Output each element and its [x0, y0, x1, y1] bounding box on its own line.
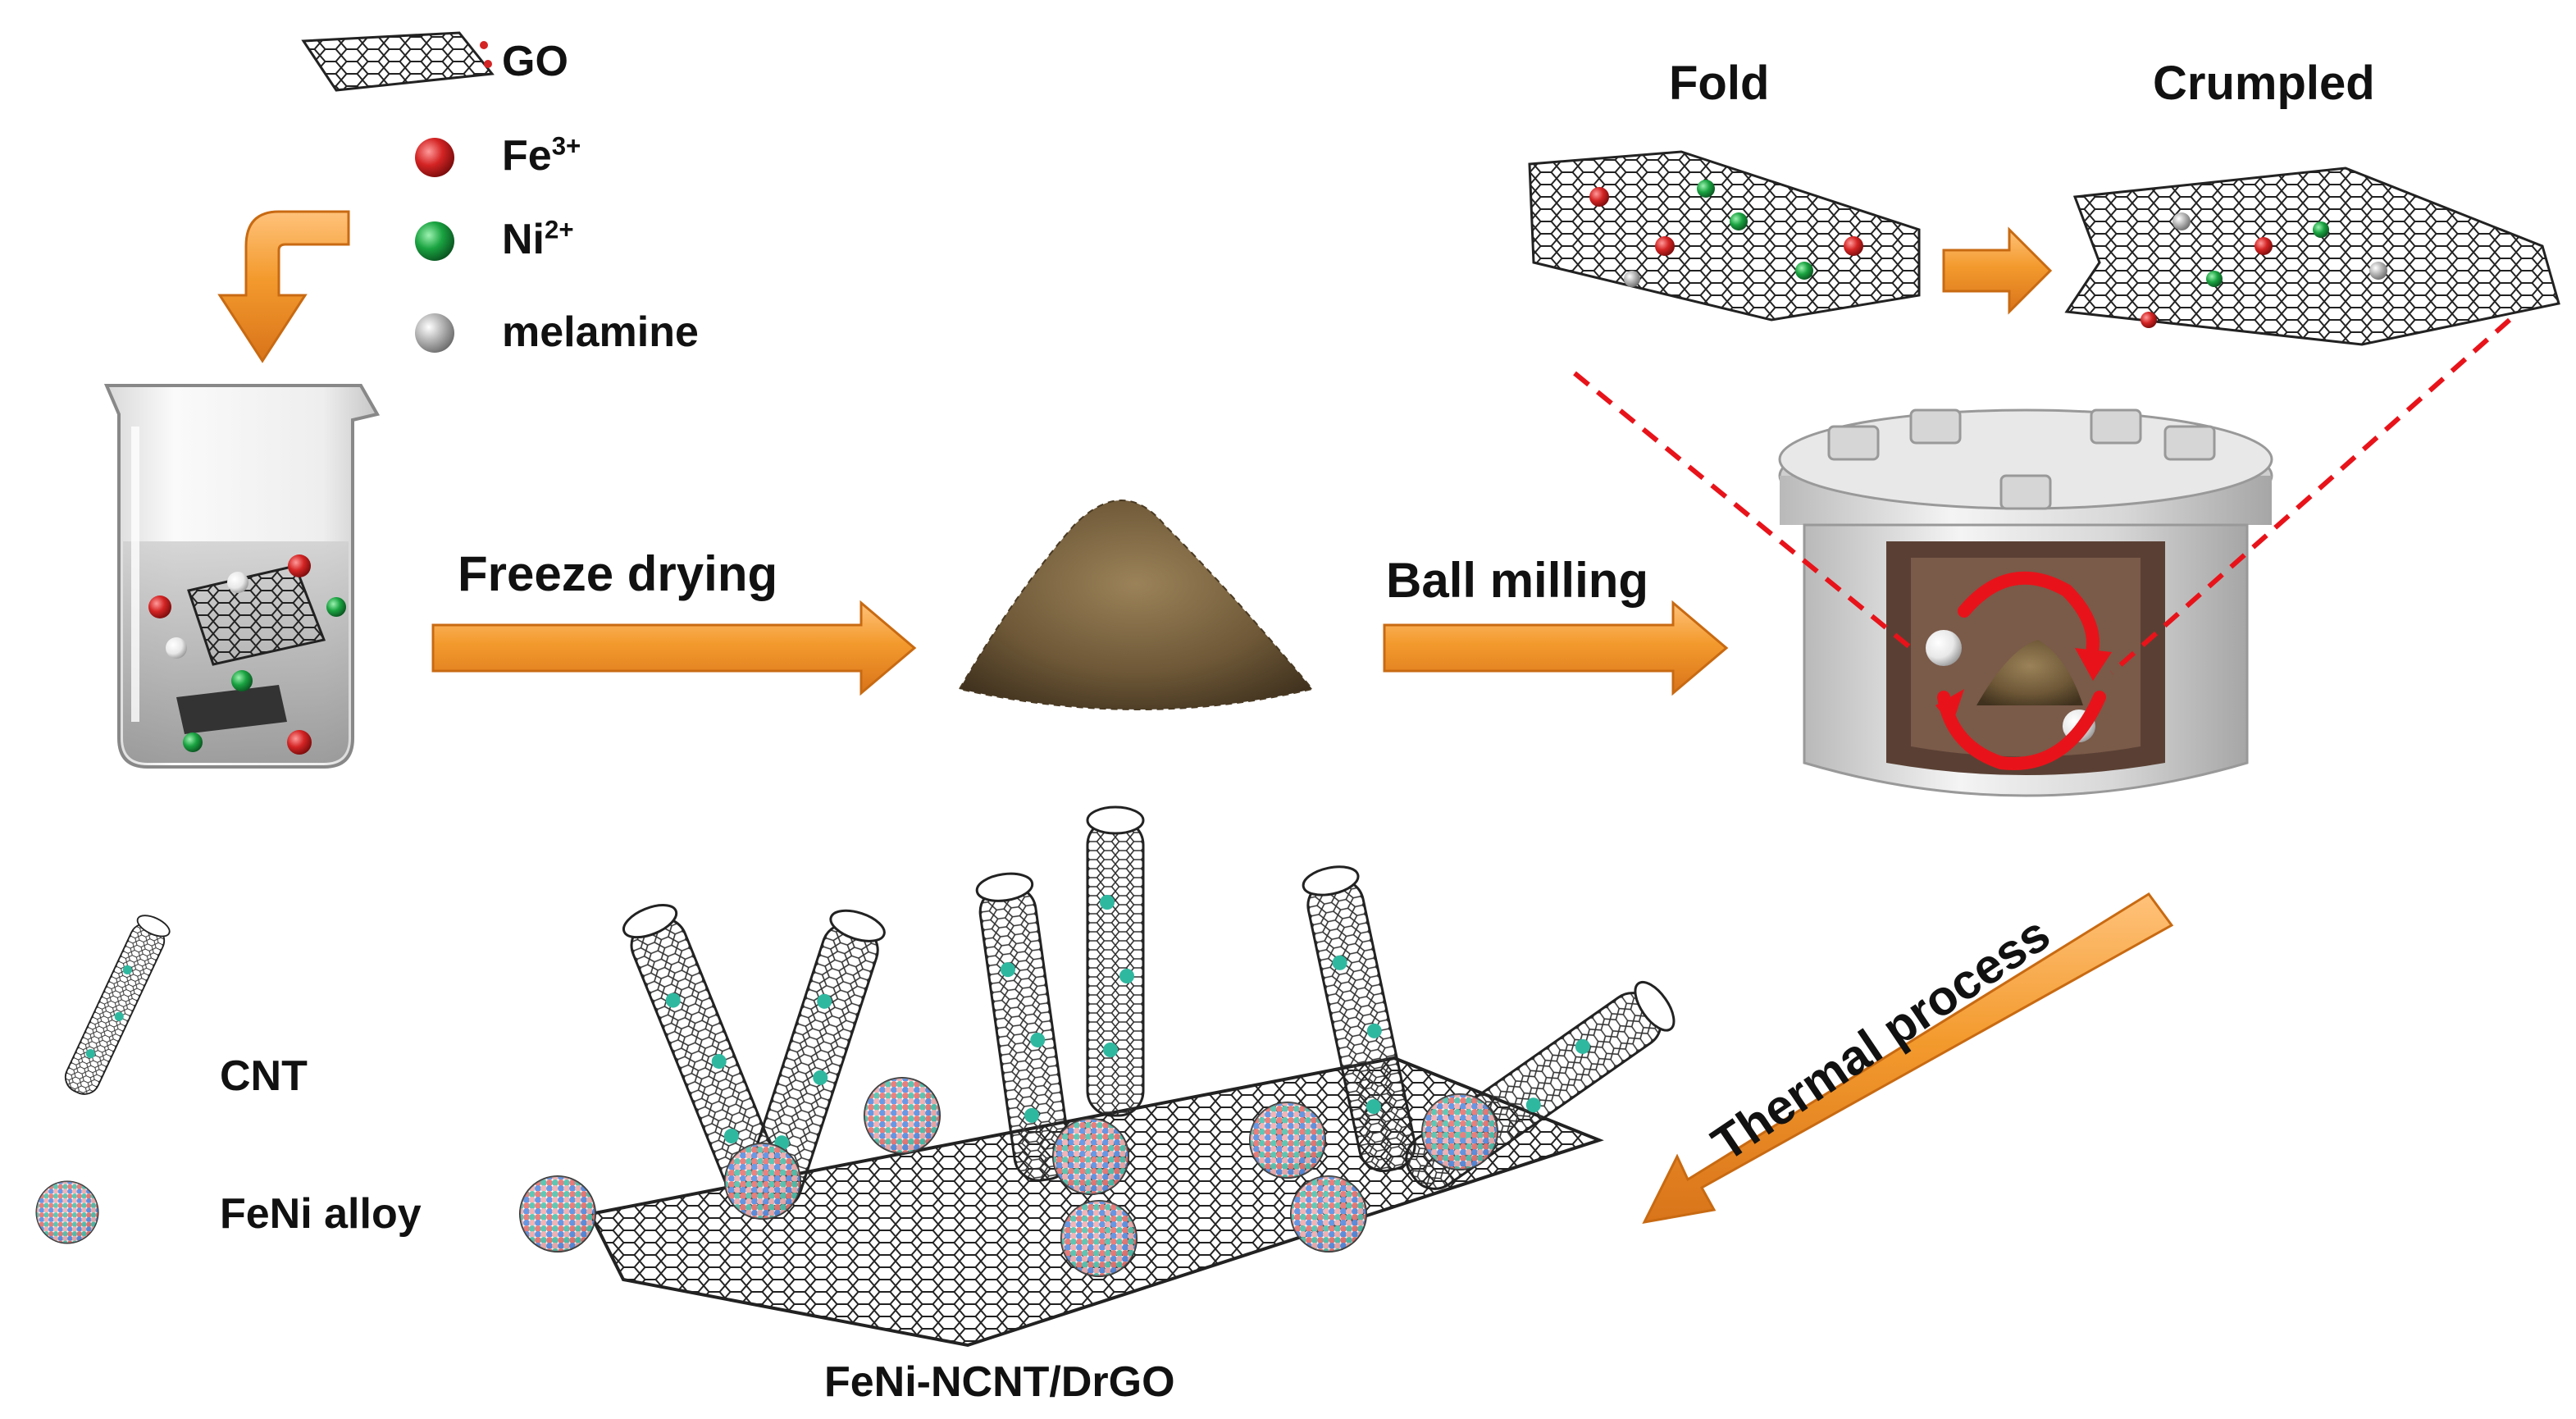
- legend-feni-alloy-label: FeNi alloy: [220, 1190, 422, 1238]
- fold-label: Fold: [1669, 57, 1770, 110]
- legend-ni-charge: 2+: [545, 215, 574, 244]
- fold-sheet-icon: [1528, 150, 1921, 322]
- zoom-line-right: [2110, 317, 2511, 675]
- rotation-arrows-icon: [1935, 571, 2112, 770]
- legend-fe-base: Fe: [502, 132, 552, 180]
- legend-melamine-label: melamine: [502, 308, 699, 356]
- freeze-drying-arrow-icon: [431, 600, 917, 696]
- legend-fe-charge: 3+: [551, 131, 581, 161]
- carbon-nanotube-icon: [59, 910, 174, 1100]
- legend-go-label: GO: [502, 38, 568, 85]
- feni-alloy-particle-icon: [35, 1180, 99, 1244]
- ball-milling-label: Ball milling: [1386, 553, 1649, 608]
- pour-arrow-icon: [217, 210, 350, 363]
- product-caption: FeNi-NCNT/DrGO: [824, 1358, 1175, 1406]
- feni-ncnt-drgo-product-icon: [519, 805, 1683, 1348]
- fold-to-crumpled-arrow-icon: [1942, 226, 2053, 315]
- legend-fe-label: Fe3+: [502, 131, 581, 180]
- legend-ni-label: Ni2+: [502, 215, 574, 264]
- legend-ni-base: Ni: [502, 216, 545, 263]
- crumpled-label: Crumpled: [2153, 57, 2375, 110]
- ball-milling-arrow-icon: [1383, 600, 1729, 696]
- graphene-oxide-sheet-icon: [301, 31, 495, 92]
- ball-mill-jar-icon: [1778, 408, 2273, 797]
- fe-ion-icon: [415, 138, 454, 177]
- zoom-line-left: [1573, 371, 1913, 650]
- legend-cnt-label: CNT: [220, 1052, 308, 1100]
- beaker-icon: [103, 384, 381, 769]
- melamine-icon: [415, 313, 454, 353]
- freeze-drying-label: Freeze drying: [458, 546, 778, 601]
- ni-ion-icon: [415, 221, 454, 261]
- crumpled-sheet-icon: [2064, 167, 2560, 346]
- powder-pile-icon: [958, 500, 1314, 710]
- thermal-process-arrow-icon: [1642, 892, 2174, 1224]
